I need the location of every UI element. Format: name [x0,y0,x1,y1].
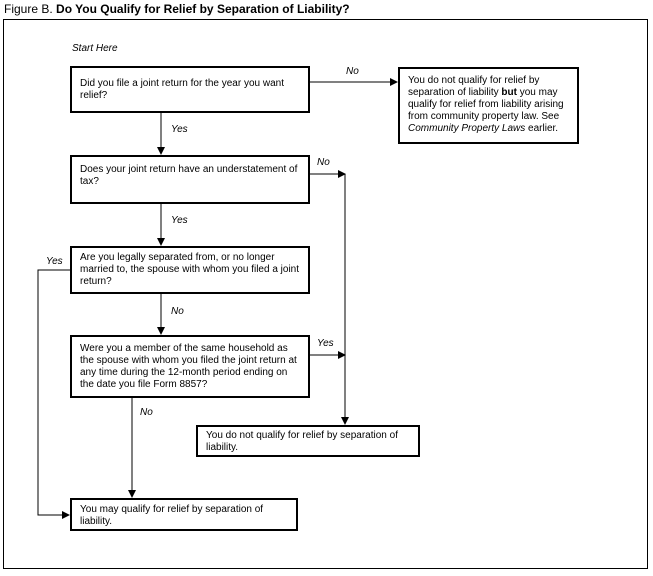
result-no-qualify-community-property: You do not qualify for relief by separat… [398,67,579,144]
result-may-qualify: You may qualify for relief by separation… [70,498,298,531]
question-same-household: Were you a member of the same household … [70,335,310,398]
edge-q3-yes [37,269,70,519]
edge-label-q2-no: No [317,157,330,168]
diagram-frame [3,19,648,569]
result-text-part3: you may qualify for relief from liabilit… [408,87,564,122]
result-text-part5: earlier. [525,123,559,134]
edge-label-q3-yes: Yes [46,256,63,267]
question-understatement: Does your joint return have an understat… [70,155,310,204]
edge-label-q4-no: No [140,407,153,418]
edge-label-q1-yes: Yes [171,124,188,135]
question-joint-return: Did you file a joint return for the year… [70,66,310,113]
edge-label-q1-no: No [346,66,359,77]
result-text-part2: but [501,87,517,98]
figure-label: Figure B. [4,2,53,16]
edge-label-q2-yes: Yes [171,215,188,226]
start-here-label: Start Here [72,43,118,54]
figure-heading: Do You Qualify for Relief by Separation … [56,2,350,16]
result-text-part1: You do not qualify for relief by separat… [408,75,540,98]
edge-label-q3-no: No [171,306,184,317]
community-property-reference: Community Property Laws [408,123,526,134]
question-separated: Are you legally separated from, or no lo… [70,246,310,294]
result-no-qualify: You do not qualify for relief by separat… [196,425,420,457]
figure-title: Figure B. Do You Qualify for Relief by S… [4,2,350,16]
edge-label-q4-yes: Yes [317,338,334,349]
